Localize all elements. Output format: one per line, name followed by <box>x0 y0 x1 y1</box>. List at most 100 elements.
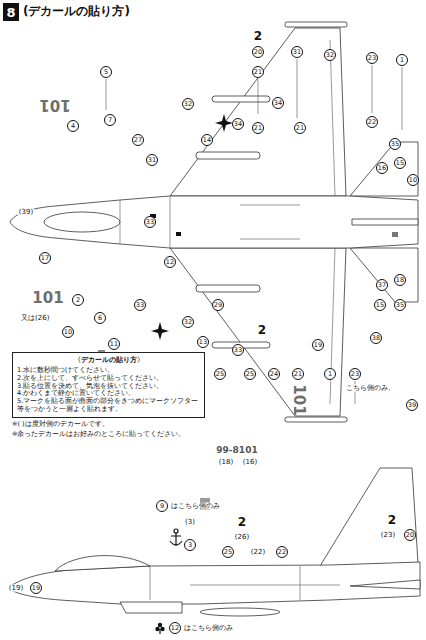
decal-number: 2 <box>253 30 263 42</box>
stabilizer-side <box>350 580 420 589</box>
store <box>196 152 260 159</box>
callout-number: 34 <box>272 97 284 109</box>
callout-number: 25 <box>244 368 256 380</box>
callout-number: 2 <box>72 294 84 306</box>
fin-top <box>352 219 418 225</box>
fin-side <box>320 468 418 566</box>
callout-number: 21 <box>252 66 264 78</box>
callout-number: 11 <box>108 338 120 350</box>
callout-number: 32 <box>182 98 194 110</box>
note-text: はこちら側のみ <box>170 503 221 510</box>
instruction-box: 〈デカールの貼り方〉 1.水に数秒間つけてください。2.次を上にして、すべらせて貼… <box>12 352 205 418</box>
step-number: 8 <box>3 3 19 21</box>
callout-number: 10 <box>62 326 74 338</box>
callout-number: 6 <box>94 312 106 324</box>
callout-number: 16 <box>376 162 388 174</box>
callout-number: 32 <box>324 49 336 61</box>
callout-number: 22 <box>276 546 288 558</box>
callout-number: 35 <box>389 138 401 150</box>
decal-number: 101 <box>32 291 63 306</box>
callout-number: 5 <box>100 66 112 78</box>
callout-number: 33 <box>232 344 244 356</box>
callout-number: 27 <box>132 134 144 146</box>
serial-number: 99-8101 <box>215 446 258 455</box>
star-decal <box>215 114 233 132</box>
callout-number: 21 <box>292 368 304 380</box>
callout-number: 35 <box>394 299 406 311</box>
callout-number: 33 <box>134 299 146 311</box>
anchor-symbol <box>170 529 182 546</box>
callout-number: 9 <box>156 500 168 512</box>
instruction-step: 3.貼る位置を決めて、気泡を抜いてください。 <box>17 383 200 391</box>
wingtip-missile <box>285 417 347 422</box>
callout-number: (23) <box>380 532 396 539</box>
callout-number: 23 <box>349 368 361 380</box>
note-text: 又は(26) <box>20 315 50 322</box>
instruction-step: 1.水に数秒間つけてください。 <box>17 367 200 375</box>
callout-number: 4 <box>67 120 79 132</box>
callout-number: 21 <box>252 122 264 134</box>
decal-number: 101 <box>291 384 306 415</box>
decal-number: 2 <box>237 516 247 528</box>
tail-lower <box>350 248 418 302</box>
instruction-step: 5.マークを貼る面が曲面の部分をきつめにマークソフター等をつかうと一層よく貼れま… <box>17 398 200 414</box>
canopy-top <box>44 212 120 232</box>
callout-number: 15 <box>374 299 386 311</box>
callout-number: 21 <box>294 122 306 134</box>
callout-number: 25 <box>214 368 226 380</box>
callout-number: 1 <box>396 54 408 66</box>
callout-number: 24 <box>268 368 280 380</box>
callout-number: 7 <box>104 114 116 126</box>
callout-number: (39) <box>18 209 34 216</box>
decal-number: 101 <box>39 97 70 112</box>
instruction-heading: 〈デカールの貼り方〉 <box>17 355 200 365</box>
callout-number: 34 <box>232 118 244 130</box>
instruction-step: 2.次を上にして、すべらせて貼ってください。 <box>17 375 200 383</box>
star-decal <box>151 322 169 340</box>
callout-number: 38 <box>370 332 382 344</box>
callout-number: 13 <box>197 336 209 348</box>
decal-number: 2 <box>387 514 397 526</box>
note-text: ※余ったデカールはお好みのところに貼ってください。 <box>12 431 185 438</box>
note-text: こちら側のみ。 <box>345 385 396 392</box>
fuselage-top <box>10 196 418 248</box>
small-decal <box>176 232 181 236</box>
callout-number: 33 <box>144 216 156 228</box>
canopy-side <box>55 556 150 571</box>
small-decal <box>392 232 398 237</box>
note-text: はこちら側のみ <box>183 625 234 632</box>
callout-number: 12 <box>164 256 176 268</box>
callout-number: 10 <box>407 174 419 186</box>
callout-number: 19 <box>312 339 324 351</box>
store <box>196 285 260 292</box>
callout-number: 19 <box>30 582 42 594</box>
callout-number: 31 <box>146 154 158 166</box>
instruction-step: 4.かわくまで静かに置いてください。 <box>17 390 200 398</box>
callout-number: 25 <box>222 546 234 558</box>
callout-number: 37 <box>376 279 388 291</box>
callout-number: 23 <box>366 52 378 64</box>
callout-number: 20 <box>252 46 264 58</box>
callout-number: 3 <box>184 539 196 551</box>
callout-number: 17 <box>39 252 51 264</box>
callout-number: 18 <box>394 274 406 286</box>
callout-number: (18) <box>218 459 234 466</box>
note-text: ※( )は度対側のデカールです。 <box>12 421 109 428</box>
callout-number: 1 <box>324 368 336 380</box>
callout-number: 31 <box>291 46 303 58</box>
intake-side <box>120 602 182 613</box>
callout-number: (26) <box>234 534 250 541</box>
callout-number: (3) <box>184 519 196 526</box>
callout-number: 12 <box>169 622 181 634</box>
wingtip-missile <box>285 22 347 27</box>
callout-number: 14 <box>201 134 213 146</box>
callout-number: (22) <box>250 549 266 556</box>
callout-number: 15 <box>394 157 406 169</box>
store <box>212 96 270 102</box>
decal-number: 2 <box>257 324 267 336</box>
callout-number: 32 <box>182 316 194 328</box>
tank-side <box>200 608 280 616</box>
club-symbol <box>155 623 164 634</box>
panel-line <box>150 566 340 600</box>
sheet-heading: (デカールの貼り方) <box>23 3 130 20</box>
